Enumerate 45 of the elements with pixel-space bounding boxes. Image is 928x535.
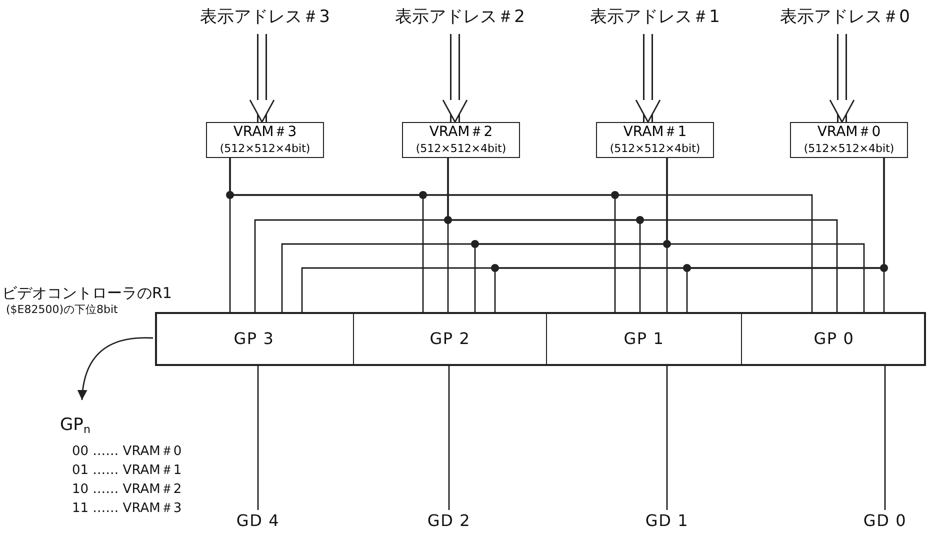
vram-box <box>402 122 520 158</box>
bus-line <box>229 158 813 312</box>
curved-arrow <box>78 337 154 400</box>
vram-name: VRAM＃2 <box>429 124 493 142</box>
register-caption: ビデオコントローラのR1 <box>2 283 172 304</box>
address-label: 表示アドレス＃2 <box>395 6 525 30</box>
output-line <box>257 366 259 510</box>
vram-name: VRAM＃1 <box>623 124 687 142</box>
address-label: 表示アドレス＃3 <box>200 6 330 30</box>
vram-box <box>596 122 714 158</box>
signal-label: GD 0 <box>855 510 915 532</box>
register-field: GP 2 <box>353 312 546 366</box>
register-field: GP 3 <box>155 312 353 366</box>
register-field: GP 1 <box>546 312 741 366</box>
register-field: GP 0 <box>741 312 926 366</box>
register-caption: ($E82500)の下位8bit <box>6 302 118 318</box>
bus-line <box>883 158 885 312</box>
legend-row-text: 01 …… VRAM＃1 <box>72 462 182 480</box>
address-label: 表示アドレス＃1 <box>590 6 720 30</box>
vram-box <box>790 122 908 158</box>
signal-label: GD 1 <box>637 510 697 532</box>
vram-name: VRAM＃0 <box>817 124 881 142</box>
hollow-arrow <box>635 34 661 123</box>
vram-name: VRAM＃3 <box>233 124 297 142</box>
hollow-arrow <box>829 34 855 123</box>
legend-row-text: 00 …… VRAM＃0 <box>72 443 182 461</box>
vram-size: (512×512×4bit) <box>416 142 506 156</box>
legend-row-text: 11 …… VRAM＃3 <box>72 500 182 518</box>
vram-size: (512×512×4bit) <box>804 142 894 156</box>
legend-row-text: 10 …… VRAM＃2 <box>72 481 182 499</box>
signal-label: GD 2 <box>419 510 479 532</box>
vram-size: (512×512×4bit) <box>610 142 700 156</box>
output-line <box>448 366 450 510</box>
bus-line <box>447 158 838 312</box>
output-line <box>666 366 668 510</box>
signal-label: GD 4 <box>228 510 288 532</box>
vram-size: (512×512×4bit) <box>220 142 310 156</box>
bus-line <box>666 158 865 312</box>
hollow-arrow <box>442 34 468 123</box>
output-line <box>884 366 886 510</box>
hollow-arrow <box>249 34 275 123</box>
legend-heading: GP$_{n}$ <box>60 414 110 438</box>
vram-box <box>206 122 324 158</box>
register-box <box>155 312 926 366</box>
address-label: 表示アドレス＃0 <box>780 6 910 30</box>
